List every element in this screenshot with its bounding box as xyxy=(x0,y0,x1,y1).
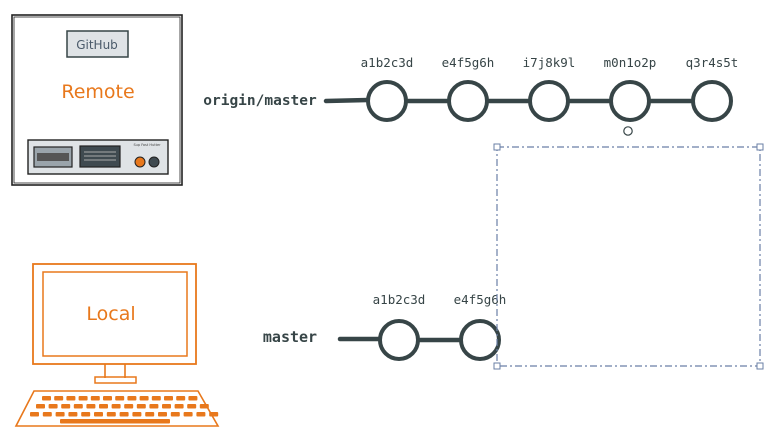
commit-node[interactable] xyxy=(609,80,651,122)
keyboard-key xyxy=(170,412,180,417)
local-commit-nodes xyxy=(378,319,501,361)
keyboard-key xyxy=(103,396,112,401)
keyboard-key xyxy=(61,404,71,409)
remote-label: Remote xyxy=(61,81,134,103)
commit-node[interactable] xyxy=(528,80,570,122)
server-led-orange xyxy=(134,156,146,168)
commit-hash: i7j8k9l xyxy=(523,55,576,70)
keyboard-key xyxy=(164,396,173,401)
keyboard-key xyxy=(42,396,51,401)
keyboard-key xyxy=(174,404,184,409)
keyboard-key xyxy=(145,412,155,417)
keyboard-key xyxy=(111,404,121,409)
keyboard-key xyxy=(151,396,161,401)
github-badge xyxy=(66,30,129,58)
server-led-dark xyxy=(148,156,160,168)
local-commit-hashes: a1b2c3d e4f5g6h xyxy=(373,292,507,307)
keyboard-key xyxy=(48,404,58,409)
resize-handle-se[interactable] xyxy=(756,362,764,370)
keyboard-keys xyxy=(30,396,219,424)
keyboard-key xyxy=(54,396,64,401)
keyboard-key xyxy=(90,396,100,401)
keyboard-key xyxy=(188,396,198,401)
remote-branch-tail xyxy=(323,97,371,104)
local-label: Local xyxy=(86,303,135,325)
github-badge-label: GitHub xyxy=(76,38,118,52)
commit-node[interactable] xyxy=(691,80,733,122)
keyboard-key xyxy=(106,412,116,417)
keyboard-key xyxy=(42,412,52,417)
keyboard-key xyxy=(30,412,39,417)
remote-server[interactable]: GitHub Remote Sup Fast Hutter xyxy=(11,14,183,186)
keyboard-spacebar xyxy=(60,419,170,424)
keyboard-key xyxy=(196,412,206,417)
resize-handle-ne[interactable] xyxy=(756,143,764,151)
keyboard-key xyxy=(81,412,91,417)
remote-branch-label: origin/master xyxy=(203,93,317,109)
keyboard-key xyxy=(158,412,167,417)
keyboard-key xyxy=(99,404,108,409)
keyboard-key xyxy=(36,404,45,409)
keyboard-key xyxy=(176,396,186,401)
keyboard-key xyxy=(86,404,96,409)
commit-node[interactable] xyxy=(366,80,408,122)
commit-hash: a1b2c3d xyxy=(361,55,414,70)
monitor-stand xyxy=(94,376,137,384)
commit-hash: e4f5g6h xyxy=(454,292,507,307)
keyboard-key xyxy=(162,404,171,409)
commit-hash: e4f5g6h xyxy=(442,55,495,70)
resize-handle-nw[interactable] xyxy=(493,143,501,151)
remote-commit-hashes: a1b2c3d e4f5g6h i7j8k9l m0n1o2p q3r4s5t xyxy=(361,55,739,70)
keyboard-key xyxy=(124,404,134,409)
connection-handle[interactable] xyxy=(623,126,633,136)
keyboard-key xyxy=(78,396,88,401)
keyboard-key xyxy=(94,412,103,417)
commit-hash: a1b2c3d xyxy=(373,292,426,307)
server-tiny-text: Sup Fast Hutter xyxy=(133,143,161,147)
keyboard-key xyxy=(199,404,209,409)
resize-handle-sw[interactable] xyxy=(493,362,501,370)
remote-branch: origin/master a1b2c3d e4f5g6h i7j8k9l m0n1o… xyxy=(203,55,739,122)
commit-node[interactable] xyxy=(459,319,501,361)
keyboard-key xyxy=(73,404,83,409)
keyboard-key xyxy=(66,396,76,401)
keyboard-key xyxy=(127,396,137,401)
keyboard-key xyxy=(149,404,159,409)
keyboard-key xyxy=(119,412,129,417)
keyboard-key xyxy=(209,412,219,417)
monitor-screen xyxy=(42,271,188,357)
commit-node[interactable] xyxy=(378,319,420,361)
monitor-frame xyxy=(32,263,197,365)
keyboard-key xyxy=(187,404,197,409)
keyboard-key xyxy=(136,404,146,409)
commit-hash: m0n1o2p xyxy=(604,55,657,70)
local-branch: master a1b2c3d e4f5g6h xyxy=(263,292,507,361)
selection-outline xyxy=(496,146,761,367)
local-computer[interactable]: Local xyxy=(14,263,220,427)
keyboard-key xyxy=(183,412,193,417)
keyboard-key xyxy=(55,412,65,417)
selection-box[interactable] xyxy=(493,143,764,370)
keyboard-key xyxy=(68,412,78,417)
local-branch-label: master xyxy=(263,328,317,346)
remote-commit-nodes xyxy=(366,80,733,122)
keyboard-key xyxy=(139,396,149,401)
commit-node[interactable] xyxy=(447,80,489,122)
keyboard-key xyxy=(115,396,125,401)
commit-hash: q3r4s5t xyxy=(686,55,739,70)
keyboard-key xyxy=(132,412,142,417)
keyboard xyxy=(14,390,220,427)
